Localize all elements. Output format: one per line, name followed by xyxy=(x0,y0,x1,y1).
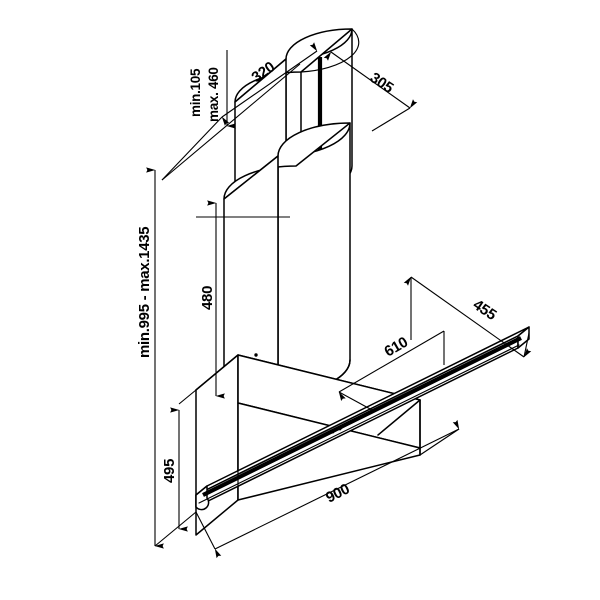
dim-label-480: 480 xyxy=(199,286,216,310)
ext-line-305-a xyxy=(371,107,411,132)
dim-label-900: 900 xyxy=(323,480,352,506)
ext-line-610-b xyxy=(338,391,373,411)
dim-label-min-105: min.105 xyxy=(188,68,203,117)
ext-line-495-top xyxy=(178,389,197,405)
chimney-reference-dot xyxy=(254,353,258,357)
dim-chimney-length-480: 480 xyxy=(195,200,290,399)
dim-label-305: 305 xyxy=(367,69,397,97)
dim-label-455: 455 xyxy=(470,296,500,324)
chimney-lower-top-face xyxy=(223,122,351,200)
dim-line-455 xyxy=(403,276,532,358)
dim-body-height-495: 495 xyxy=(161,389,197,532)
ext-line-455-b xyxy=(523,332,530,358)
dim-line-320 xyxy=(221,42,318,126)
ext-line-320-a xyxy=(161,116,223,181)
ext-line-900-a xyxy=(195,511,216,550)
dim-line-610 xyxy=(338,330,445,401)
dim-label-610: 610 xyxy=(382,334,411,361)
ext-line-480-bottom xyxy=(195,354,239,391)
dim-line-900 xyxy=(214,419,460,559)
dim-label-max-460: max. 460 xyxy=(206,67,221,122)
dim-label-995-1435: min.995 - max.1435 xyxy=(136,227,153,358)
dim-total-height-range: min.995 - max.1435 xyxy=(136,167,197,549)
dim-line-305 xyxy=(323,51,418,109)
dimension-annotations: min.105 max. 460 320 305 480 xyxy=(136,42,532,559)
ext-line-995-bottom xyxy=(154,511,197,547)
dim-label-495: 495 xyxy=(161,459,178,483)
ext-line-900-b xyxy=(419,428,460,456)
product-geometry xyxy=(195,28,530,536)
